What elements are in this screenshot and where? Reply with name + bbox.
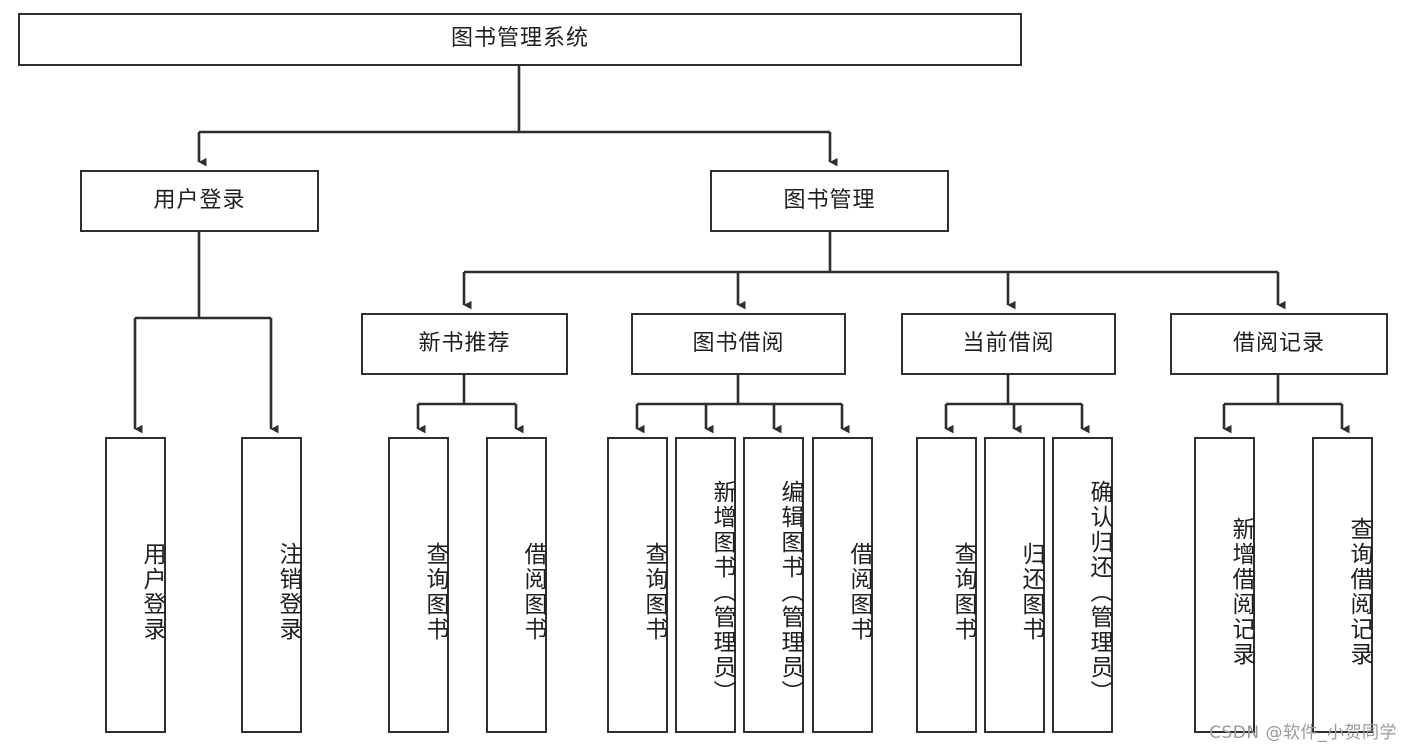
node-borrow-record[interactable]: 借阅记录 xyxy=(1170,313,1388,375)
node-leaf-borrow-book-rec-label: 借阅图书 xyxy=(520,542,546,642)
node-book-manage[interactable]: 图书管理 xyxy=(710,170,949,232)
node-leaf-query-book-current[interactable]: 查询图书 xyxy=(916,437,977,733)
node-current-borrow-label: 当前借阅 xyxy=(962,330,1055,356)
node-new-book-rec[interactable]: 新书推荐 xyxy=(361,313,568,375)
node-leaf-add-book[interactable]: 新增图书（管理员） xyxy=(675,437,736,733)
node-leaf-edit-book-label: 编辑图书（管理员） xyxy=(777,479,803,705)
node-user-login-label: 用户登录 xyxy=(153,187,246,213)
node-root-label: 图书管理系统 xyxy=(450,26,589,52)
node-leaf-logout-login[interactable]: 注销登录 xyxy=(241,437,302,733)
node-leaf-query-record-label: 查询借阅记录 xyxy=(1346,517,1372,667)
node-leaf-logout-login-label: 注销登录 xyxy=(275,542,301,642)
node-leaf-query-book-current-label: 查询图书 xyxy=(950,542,976,642)
node-leaf-edit-book[interactable]: 编辑图书（管理员） xyxy=(743,437,804,733)
node-leaf-confirm-return-label: 确认归还（管理员） xyxy=(1086,479,1112,705)
node-leaf-add-record-label: 新增借阅记录 xyxy=(1228,517,1254,667)
node-leaf-add-record[interactable]: 新增借阅记录 xyxy=(1194,437,1255,733)
node-book-borrow[interactable]: 图书借阅 xyxy=(631,313,846,375)
node-leaf-user-login[interactable]: 用户登录 xyxy=(105,437,166,733)
node-leaf-borrow-book-rec[interactable]: 借阅图书 xyxy=(486,437,547,733)
node-root[interactable]: 图书管理系统 xyxy=(18,13,1022,66)
node-leaf-confirm-return[interactable]: 确认归还（管理员） xyxy=(1052,437,1113,733)
node-leaf-query-book-borrow[interactable]: 查询图书 xyxy=(607,437,668,733)
node-leaf-query-record[interactable]: 查询借阅记录 xyxy=(1312,437,1373,733)
node-leaf-query-book-rec[interactable]: 查询图书 xyxy=(388,437,449,733)
node-leaf-borrow-book[interactable]: 借阅图书 xyxy=(812,437,873,733)
node-leaf-return-book[interactable]: 归还图书 xyxy=(984,437,1045,733)
node-book-manage-label: 图书管理 xyxy=(783,187,876,213)
node-leaf-return-book-label: 归还图书 xyxy=(1018,542,1044,642)
node-book-borrow-label: 图书借阅 xyxy=(692,330,785,356)
node-new-book-rec-label: 新书推荐 xyxy=(418,330,511,356)
node-user-login[interactable]: 用户登录 xyxy=(80,170,319,232)
node-leaf-user-login-label: 用户登录 xyxy=(139,542,165,642)
node-leaf-borrow-book-label: 借阅图书 xyxy=(846,542,872,642)
node-current-borrow[interactable]: 当前借阅 xyxy=(901,313,1116,375)
node-borrow-record-label: 借阅记录 xyxy=(1232,330,1325,356)
node-leaf-query-book-rec-label: 查询图书 xyxy=(422,542,448,642)
node-leaf-add-book-label: 新增图书（管理员） xyxy=(709,479,735,705)
node-leaf-query-book-borrow-label: 查询图书 xyxy=(641,542,667,642)
